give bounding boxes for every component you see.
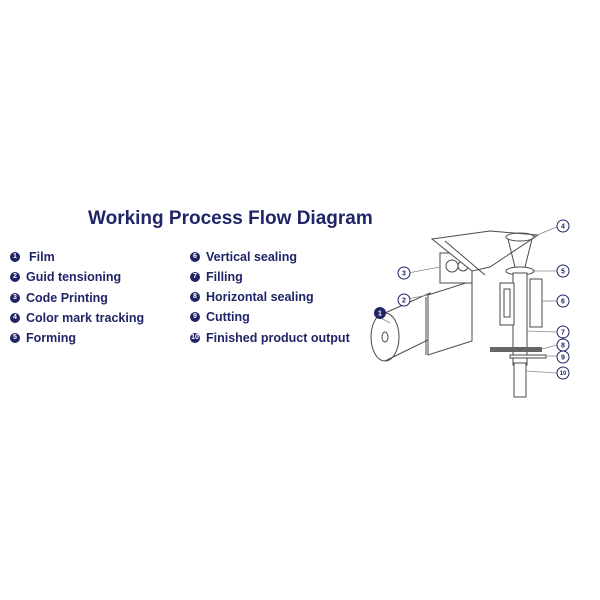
step-number: 10	[190, 333, 200, 343]
callout-label: 2	[402, 298, 406, 305]
step-number: 7	[190, 272, 200, 282]
step-number: 1	[10, 252, 20, 262]
callout-5: 5	[556, 264, 570, 278]
step-label: Horizontal sealing	[206, 290, 314, 304]
callout-label: 9	[561, 355, 565, 362]
step-filling: 7 Filling	[190, 270, 243, 284]
cutter	[509, 354, 547, 359]
step-color-mark-tracking: 4 Color mark tracking	[10, 311, 144, 325]
callout-7: 7	[556, 325, 570, 339]
hopper-neck	[507, 238, 533, 268]
hopper-mouth	[505, 232, 535, 242]
step-label: Code Printing	[26, 291, 108, 305]
film-sheet	[427, 280, 473, 356]
step-label: Filling	[206, 270, 243, 284]
callout-3: 3	[397, 266, 411, 280]
callout-label: 4	[561, 224, 565, 231]
hopper-inner	[444, 240, 486, 276]
step-horizontal-sealing: 8 Horizontal sealing	[190, 290, 314, 304]
callout-label: 7	[561, 330, 565, 337]
step-cutting: 9 Cutting	[190, 310, 250, 324]
step-label: Film	[29, 250, 55, 264]
step-number: 8	[190, 292, 200, 302]
callout-label: 6	[561, 299, 565, 306]
step-number: 5	[10, 333, 20, 343]
vertical-sealer-jaw	[503, 288, 511, 318]
callout-4: 4	[556, 219, 570, 233]
callout-label: 1	[378, 311, 382, 318]
callout-label: 3	[402, 271, 406, 278]
step-number: 4	[10, 313, 20, 323]
step-label: Guid tensioning	[26, 270, 122, 284]
step-label: Cutting	[206, 310, 250, 324]
step-guid-tensioning: 2 Guid tensioning	[10, 270, 121, 284]
step-code-printing: 3 Code Printing	[10, 291, 108, 305]
callout-2: 2	[397, 293, 411, 307]
step-number: 3	[10, 293, 20, 303]
forming-hopper	[430, 230, 540, 272]
diagram-title: Working Process Flow Diagram	[88, 208, 373, 229]
step-vertical-sealing: 6 Vertical sealing	[190, 250, 297, 264]
step-label: Vertical sealing	[206, 250, 298, 264]
finished-bag	[513, 362, 527, 398]
callout-label: 8	[561, 343, 565, 350]
control-box	[529, 278, 543, 328]
step-label: Finished product output	[206, 331, 350, 345]
callout-6: 6	[556, 294, 570, 308]
step-finished-product-output: 10 Finished product output	[190, 331, 350, 345]
step-number: 2	[10, 272, 20, 282]
callout-10: 10	[556, 366, 570, 380]
callout-8: 8	[556, 338, 570, 352]
step-film: 1 Film	[10, 250, 55, 264]
film-roll-core	[381, 331, 389, 343]
step-forming: 5 Forming	[10, 331, 76, 345]
callout-9: 9	[556, 350, 570, 364]
callout-label: 10	[560, 371, 567, 377]
step-label: Color mark tracking	[26, 311, 145, 325]
callout-label: 5	[561, 269, 565, 276]
horizontal-sealer	[490, 347, 542, 352]
step-label: Forming	[26, 331, 76, 345]
callout-1: 1	[374, 307, 386, 319]
step-number: 9	[190, 312, 200, 322]
step-number: 6	[190, 252, 200, 262]
vffs-machine-illustration: 1 2 3 4 5 6 7 8	[370, 219, 570, 398]
